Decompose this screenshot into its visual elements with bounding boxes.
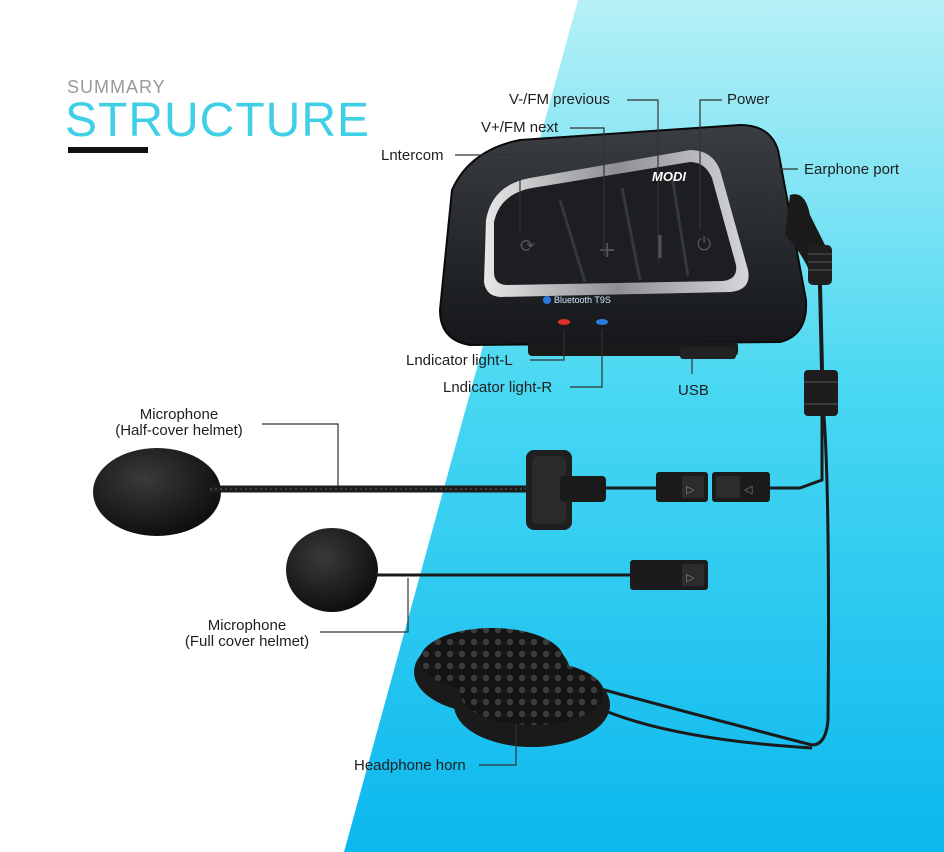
- svg-text:+: +: [598, 238, 616, 263]
- indicator-light-red: [558, 319, 570, 325]
- summary-kicker: SUMMARY: [67, 77, 166, 97]
- label-mic-full: Microphone (Full cover helmet): [174, 618, 320, 650]
- headphone-speakers: [414, 628, 813, 750]
- title-underline: [68, 147, 148, 153]
- label-mic-full-line2: (Full cover helmet): [184, 633, 310, 650]
- boom-microphone: [93, 448, 606, 536]
- label-headphone-horn: Headphone horn: [354, 757, 466, 774]
- label-usb: USB: [678, 382, 709, 399]
- leader-lines: [262, 99, 798, 766]
- svg-text:⟳: ⟳: [520, 236, 535, 257]
- label-indicator-right: Lndicator light-R: [443, 379, 553, 396]
- label-intercom: Lntercom: [381, 147, 444, 164]
- label-mic-full-line1: Microphone: [207, 617, 287, 634]
- label-mic-half-line2: (Half-cover helmet): [115, 422, 243, 439]
- svg-text:▷: ▷: [686, 483, 695, 496]
- wired-microphone: ▷: [286, 528, 708, 612]
- svg-text:▷: ▷: [686, 571, 695, 584]
- page-title: STRUCTURE: [65, 94, 370, 147]
- label-indicator-left: Lndicator light-L: [406, 352, 513, 369]
- label-vol-up: V+/FM next: [481, 119, 559, 136]
- label-mic-half: Microphone (Half-cover helmet): [104, 407, 254, 439]
- label-vol-down: V-/FM previous: [509, 91, 610, 108]
- device-brand: MODI: [652, 169, 686, 184]
- label-mic-half-line1: Microphone: [139, 406, 219, 423]
- device-model: Bluetooth T9S: [554, 295, 611, 305]
- headset-unit: ⟳ + ⏻: [438, 123, 832, 359]
- indicator-light-blue: [596, 319, 608, 325]
- svg-text:⏻: ⏻: [697, 234, 711, 255]
- label-earphone-port: Earphone port: [804, 161, 900, 178]
- label-power: Power: [727, 91, 770, 108]
- svg-text:◁: ◁: [744, 483, 753, 496]
